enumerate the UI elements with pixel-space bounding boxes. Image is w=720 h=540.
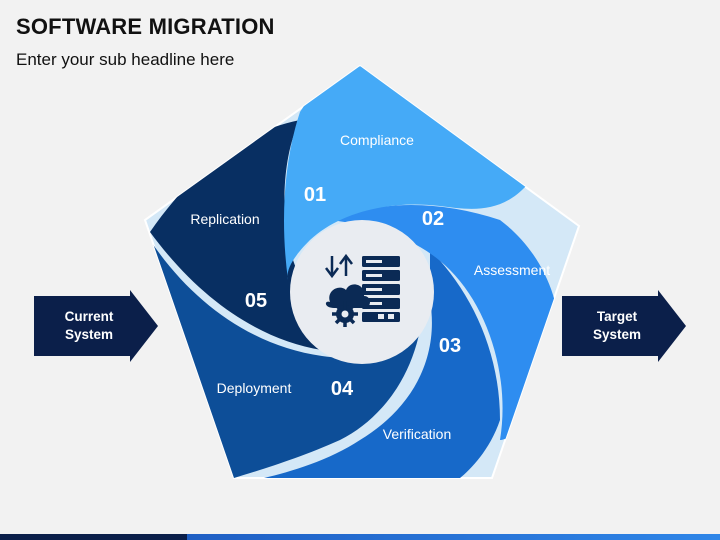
segment-01-compliance bbox=[284, 66, 526, 280]
arrow-right-shape bbox=[34, 290, 158, 362]
current-system-label: Current System bbox=[64, 309, 114, 342]
bottom-accent-bar bbox=[0, 534, 720, 540]
segment-03-label: Verification bbox=[383, 426, 451, 442]
arrow-right-shape bbox=[562, 290, 686, 362]
segment-04-number: 04 bbox=[331, 378, 354, 400]
segment-01-number: 01 bbox=[304, 184, 326, 206]
segment-02-label: Assessment bbox=[474, 262, 550, 278]
current-system-arrow: Current System bbox=[34, 290, 158, 362]
page-subtitle: Enter your sub headline here bbox=[16, 50, 235, 69]
segment-05-replication bbox=[150, 120, 322, 350]
segment-04-label: Deployment bbox=[217, 380, 292, 396]
segment-02-number: 02 bbox=[422, 208, 444, 230]
page-title: SOFTWARE MIGRATION bbox=[16, 14, 275, 39]
segment-05-label: Replication bbox=[190, 211, 259, 227]
target-system-arrow: Target System bbox=[562, 290, 686, 362]
segment-03-number: 03 bbox=[439, 335, 461, 357]
segment-03-verification bbox=[264, 250, 500, 478]
swirl-segments bbox=[150, 66, 561, 478]
segment-05-number: 05 bbox=[245, 290, 267, 312]
target-system-label: Target System bbox=[592, 309, 642, 342]
server-migration-icon bbox=[325, 253, 400, 327]
segment-01-label: Compliance bbox=[340, 132, 414, 148]
segment-04-deployment bbox=[150, 240, 420, 478]
segment-02-assessment bbox=[330, 205, 561, 440]
